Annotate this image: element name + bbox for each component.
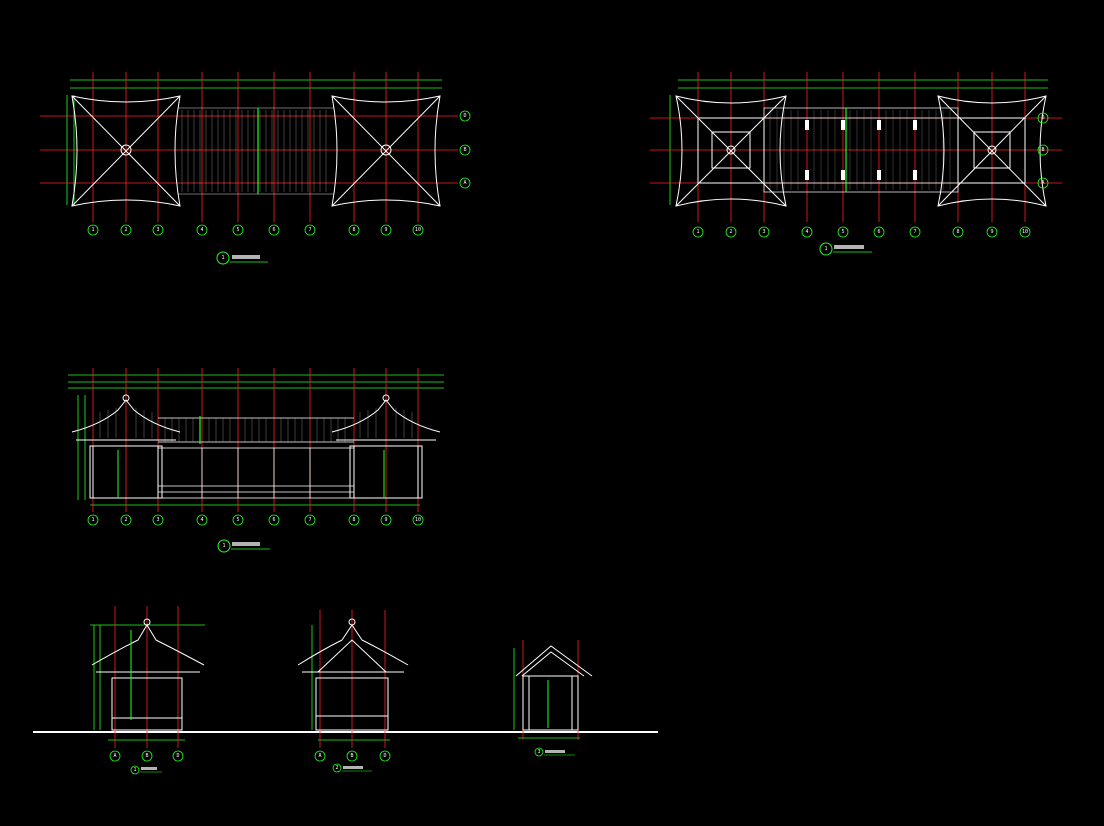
roof-plan-title: 1 — [216, 251, 268, 265]
roof-plan: 1 2 3 4 5 6 7 8 9 10 D B A 1 — [40, 72, 471, 265]
axis-label: B — [463, 147, 466, 153]
svg-text:3: 3 — [537, 749, 540, 755]
axis-label: D — [176, 753, 179, 759]
axis-label: A — [113, 753, 116, 759]
svg-text:1: 1 — [221, 255, 224, 261]
front-elevation-title: 1 — [217, 539, 270, 553]
svg-text:2: 2 — [335, 765, 338, 771]
axis-label: D — [383, 753, 386, 759]
axis-label: 1 — [91, 227, 94, 233]
axis-label: D — [1041, 115, 1044, 121]
axis-label: 3 — [156, 517, 159, 523]
axis-label: B — [1041, 147, 1044, 153]
axis-label: 9 — [384, 227, 387, 233]
axis-label: 3 — [156, 227, 159, 233]
axis-label: 4 — [200, 227, 203, 233]
axis-label: A — [463, 180, 466, 186]
axis-label: 10 — [415, 517, 421, 523]
axis-label: 2 — [124, 517, 127, 523]
axis-label: 2 — [124, 227, 127, 233]
detail-drawing: 3 — [513, 640, 593, 757]
axis-label: 7 — [308, 517, 311, 523]
axis-label: 6 — [272, 227, 275, 233]
axis-label: 8 — [352, 227, 355, 233]
axis-label: 10 — [1022, 229, 1028, 235]
framing-plan: 1 2 3 4 5 6 7 8 9 10 D B A 1 — [650, 72, 1062, 256]
section-drawing: A B D 2 — [297, 610, 409, 773]
axis-label: 3 — [762, 229, 765, 235]
axis-label: 2 — [729, 229, 732, 235]
axis-label: 6 — [877, 229, 880, 235]
side-elevation: A B D 1 — [90, 606, 205, 775]
axis-label: 5 — [841, 229, 844, 235]
axis-label: A — [318, 753, 321, 759]
side-elevation-title: 1 — [130, 765, 162, 775]
axis-label: 8 — [956, 229, 959, 235]
axis-label: A — [1041, 180, 1044, 186]
svg-text:1: 1 — [222, 543, 225, 549]
axis-label: 6 — [272, 517, 275, 523]
roof-plan-axis-bubbles — [87, 110, 471, 236]
axis-label: 10 — [415, 227, 421, 233]
section-title: 2 — [332, 763, 372, 773]
axis-label: 5 — [236, 517, 239, 523]
axis-label: 7 — [308, 227, 311, 233]
axis-label: 4 — [805, 229, 808, 235]
detail-title: 3 — [534, 747, 575, 757]
axis-label: 9 — [990, 229, 993, 235]
svg-text:1: 1 — [133, 767, 136, 773]
front-elevation: 1 2 3 4 5 6 7 8 9 10 1 — [68, 368, 444, 553]
svg-text:1: 1 — [824, 246, 827, 252]
axis-label: B — [350, 753, 353, 759]
axis-label: B — [145, 753, 148, 759]
axis-label: 1 — [696, 229, 699, 235]
axis-label: 9 — [384, 517, 387, 523]
axis-label: 1 — [91, 517, 94, 523]
axis-label: 7 — [913, 229, 916, 235]
framing-plan-title: 1 — [819, 242, 872, 256]
axis-label: 4 — [200, 517, 203, 523]
axis-label: 5 — [236, 227, 239, 233]
axis-label: D — [463, 113, 466, 119]
axis-label: 8 — [352, 517, 355, 523]
roof-plan-axis-grid — [40, 72, 458, 222]
